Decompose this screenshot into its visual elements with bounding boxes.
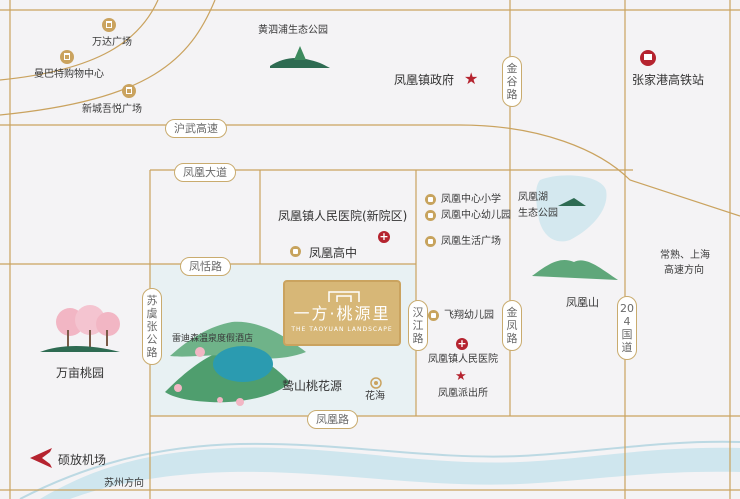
label-feixiang: 飞翔幼儿园 (444, 310, 494, 321)
hospital-icon: + (378, 230, 390, 243)
road-label-hanjiang: 汉江路 (408, 300, 428, 351)
label-xiaoxue: 凤凰中心小学 (441, 194, 501, 205)
school-icon (425, 210, 436, 221)
label-fenghuanghu-park: 生态公园 (518, 208, 558, 219)
mall-icon (122, 84, 136, 98)
road-label-jinfeng: 金凤路 (502, 300, 522, 351)
hot-spring-lake (213, 346, 273, 382)
label-jiudian: 雷迪森温泉度假酒店 (172, 334, 254, 344)
flower-icon (370, 377, 382, 389)
project-name: 一方·桃源里 (293, 304, 391, 323)
logo-graphic (328, 291, 360, 302)
school-icon (428, 310, 439, 321)
road-label-fenghuang-lu: 凤凰路 (307, 410, 358, 429)
label-suzhou: 苏州方向 (104, 478, 144, 489)
river-ripple (19, 440, 740, 499)
label-fenghuanghu: 凤凰湖 (518, 192, 548, 203)
road-huwu (0, 124, 740, 217)
label-huahai: 花海 (365, 391, 385, 402)
label-paichusuo: 凤凰派出所 (438, 388, 488, 399)
label-wanda: 万达广场 (92, 37, 132, 48)
park-tree (294, 46, 306, 60)
park-hill (270, 58, 330, 68)
label-youer: 凤凰中心幼儿园 (441, 210, 511, 221)
school-icon (425, 236, 436, 247)
label-fenghuangshan: 凤凰山 (566, 296, 599, 309)
river (40, 447, 740, 499)
road-label-fenghuang-dadao: 凤凰大道 (174, 163, 236, 182)
airplane-icon (30, 448, 52, 468)
school-icon (290, 246, 301, 257)
label-changshu: 常熟、上海 (660, 250, 710, 261)
peach-trees (40, 305, 120, 352)
mall-icon (60, 50, 74, 64)
road-arc-2 (0, 0, 216, 116)
label-yiyuan-new: 凤凰镇人民医院(新院区) (278, 209, 408, 223)
mountain-fenghuangshan (532, 259, 618, 280)
label-gaotie: 张家港高铁站 (632, 73, 705, 87)
label-zhengfu: 凤凰镇政府 (394, 73, 455, 87)
lake (536, 175, 607, 242)
label-xincheng: 新城吾悦广场 (82, 104, 142, 115)
road-arc-1 (0, 0, 159, 81)
road-label-204: 204国道 (617, 296, 637, 360)
label-huangsipu: 黄泗浦生态公园 (258, 25, 328, 36)
road-label-jingu: 金谷路 (502, 56, 522, 107)
police-star-icon: ★ (455, 369, 467, 384)
project-subtitle: THE TAOYUAN LANDSCAPE (291, 326, 393, 333)
government-star-icon: ★ (464, 69, 479, 88)
label-jichang: 硕放机场 (58, 453, 107, 467)
road-label-sulu: 苏虞张公路 (142, 288, 162, 365)
label-taohuayuan: 鸷山桃花源 (282, 379, 343, 393)
label-manba: 曼巴特购物中心 (34, 69, 104, 80)
road-label-huwu: 沪武高速 (165, 119, 227, 138)
lake-island (558, 198, 586, 206)
label-yiyuan: 凤凰镇人民医院 (428, 354, 498, 365)
hospital-icon: + (456, 337, 468, 350)
project-logo: 一方·桃源里 THE TAOYUAN LANDSCAPE (283, 280, 401, 346)
label-gaozhong: 凤凰高中 (309, 246, 358, 260)
mall-icon (102, 18, 116, 32)
label-shenghuo: 凤凰生活广场 (441, 236, 501, 247)
road-label-fengyan: 凤恬路 (180, 257, 231, 276)
school-icon (425, 194, 436, 205)
label-changshu-dir: 高速方向 (664, 265, 704, 276)
label-wanmu: 万亩桃园 (56, 366, 105, 380)
project-logo-mark (285, 288, 399, 304)
